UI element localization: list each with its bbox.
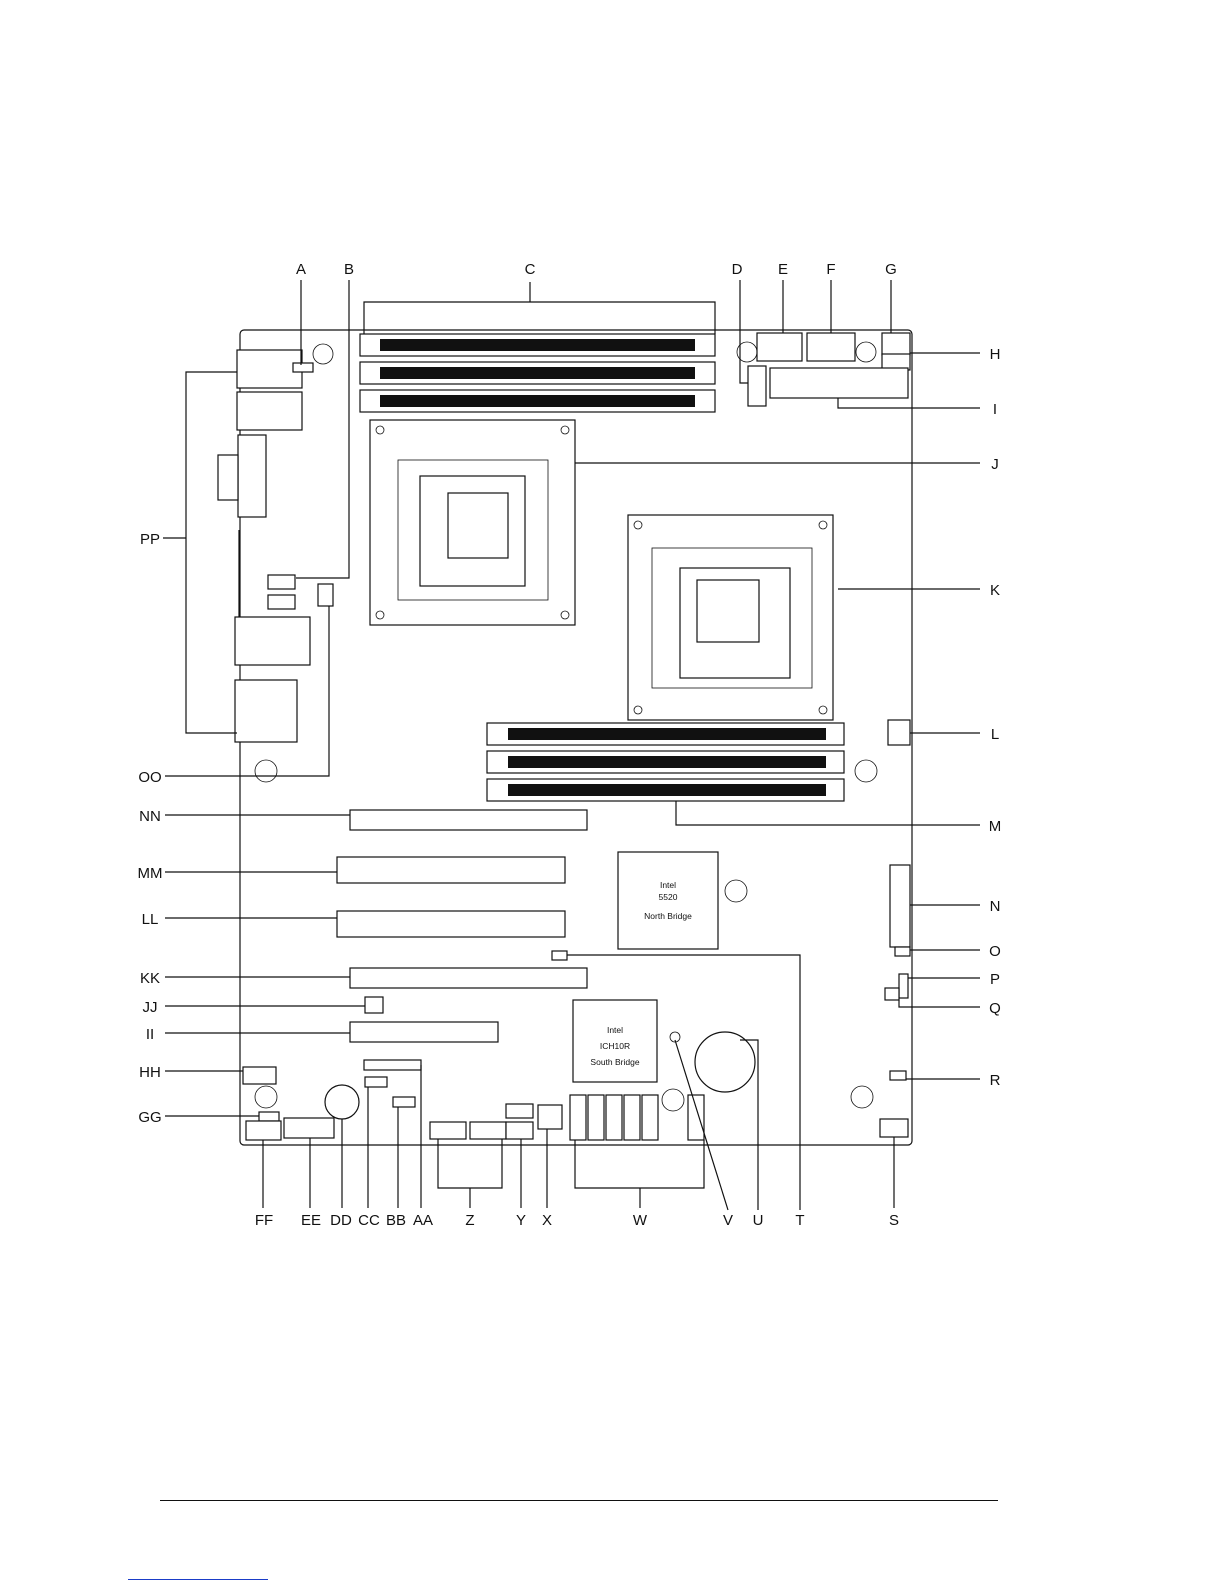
pcie-slot-kk: [350, 968, 587, 988]
connector-e: [757, 333, 802, 361]
cpu-socket-2: [628, 515, 833, 720]
buzzer-dd: [325, 1085, 359, 1119]
callout-ff: FF: [255, 1212, 273, 1229]
jumper-p: [899, 974, 908, 998]
callout-pp: PP: [140, 531, 160, 548]
callout-mm: MM: [138, 865, 163, 882]
callout-b: B: [344, 261, 354, 278]
header-aa: [364, 1060, 421, 1070]
callout-ee: EE: [301, 1212, 321, 1229]
connector-d: [748, 366, 766, 406]
callout-p: P: [990, 971, 1000, 988]
callout-w: W: [633, 1212, 648, 1229]
fan-connector-s: [880, 1119, 908, 1137]
callout-n: N: [990, 898, 1001, 915]
south-bridge-line3: South Bridge: [590, 1057, 639, 1067]
callout-dd: DD: [330, 1212, 352, 1229]
atx-power-connector-i: [770, 368, 908, 398]
jumper-cc: [365, 1077, 387, 1087]
cpu-socket-1: [370, 420, 575, 625]
north-bridge-line3: North Bridge: [644, 911, 692, 921]
header-ee: [284, 1118, 334, 1138]
pci-slot-mm: [337, 857, 565, 883]
callout-c: C: [525, 261, 536, 278]
north-bridge-line2: 5520: [659, 892, 678, 902]
callout-g: G: [885, 261, 897, 278]
callout-ii: II: [146, 1026, 154, 1043]
header-y1: [506, 1104, 533, 1118]
connector-b2: [268, 595, 295, 609]
callout-l: L: [991, 726, 999, 743]
south-bridge-line2: ICH10R: [600, 1041, 630, 1051]
jumper-q: [885, 988, 899, 1000]
south-bridge-chip: Intel ICH10R South Bridge: [573, 1000, 657, 1082]
usb-header-z2: [470, 1122, 506, 1139]
south-bridge-line1: Intel: [607, 1025, 623, 1035]
fan-connector-hh: [243, 1067, 276, 1084]
connector-g: [882, 333, 910, 355]
callout-d: D: [732, 261, 743, 278]
jumper-a: [293, 363, 313, 372]
jumper-gg: [259, 1112, 279, 1121]
callout-a: A: [296, 261, 306, 278]
callout-i: I: [993, 401, 997, 418]
callout-q: Q: [989, 1000, 1001, 1017]
callout-jj: JJ: [143, 999, 158, 1016]
callout-h: H: [990, 346, 1001, 363]
callout-oo: OO: [138, 769, 161, 786]
callout-u: U: [753, 1212, 764, 1229]
callout-cc: CC: [358, 1212, 380, 1229]
north-bridge-line1: Intel: [660, 880, 676, 890]
callout-aa: AA: [413, 1212, 433, 1229]
callout-s: S: [889, 1212, 899, 1229]
callout-f: F: [826, 261, 835, 278]
callout-y: Y: [516, 1212, 526, 1229]
dimm-slots-bottom: [487, 723, 844, 801]
header-y2: [506, 1122, 533, 1139]
callout-nn: NN: [139, 808, 161, 825]
callout-bb: BB: [386, 1212, 406, 1229]
front-panel-connector-n: [890, 865, 910, 947]
callout-o: O: [989, 943, 1001, 960]
cmos-battery-u: [695, 1032, 755, 1092]
callout-t: T: [795, 1212, 804, 1229]
callout-m: M: [989, 818, 1002, 835]
chip-x: [538, 1105, 562, 1129]
pcie-slot-ii: [350, 1022, 498, 1042]
callout-e: E: [778, 261, 788, 278]
callout-z: Z: [465, 1212, 474, 1229]
usb-header-z1: [430, 1122, 466, 1139]
jumper-bb: [393, 1097, 415, 1107]
callout-r: R: [990, 1072, 1001, 1089]
jumper-o: [895, 947, 910, 956]
connector-b: [268, 575, 295, 589]
pcie-slot-nn: [350, 810, 587, 830]
jumper-r: [890, 1071, 906, 1080]
callout-v: V: [723, 1212, 733, 1229]
callout-hh: HH: [139, 1064, 161, 1081]
dimm-slots-top: [360, 334, 715, 412]
header-ff: [246, 1121, 281, 1140]
callout-gg: GG: [138, 1109, 161, 1126]
jumper-oo: [318, 584, 333, 606]
pci-slot-ll: [337, 911, 565, 937]
callout-kk: KK: [140, 970, 160, 987]
fan-connector-l: [888, 720, 910, 745]
jumper-jj: [365, 997, 383, 1013]
north-bridge-chip: Intel 5520 North Bridge: [618, 852, 718, 949]
jumper-t: [552, 951, 567, 960]
connector-f: [807, 333, 855, 361]
callout-x: X: [542, 1212, 552, 1229]
bottom-link-underline[interactable]: [128, 1579, 268, 1580]
callout-k: K: [990, 582, 1000, 599]
callout-ll: LL: [142, 911, 159, 928]
footer-rule: [160, 1500, 998, 1501]
callout-j: J: [991, 456, 999, 473]
